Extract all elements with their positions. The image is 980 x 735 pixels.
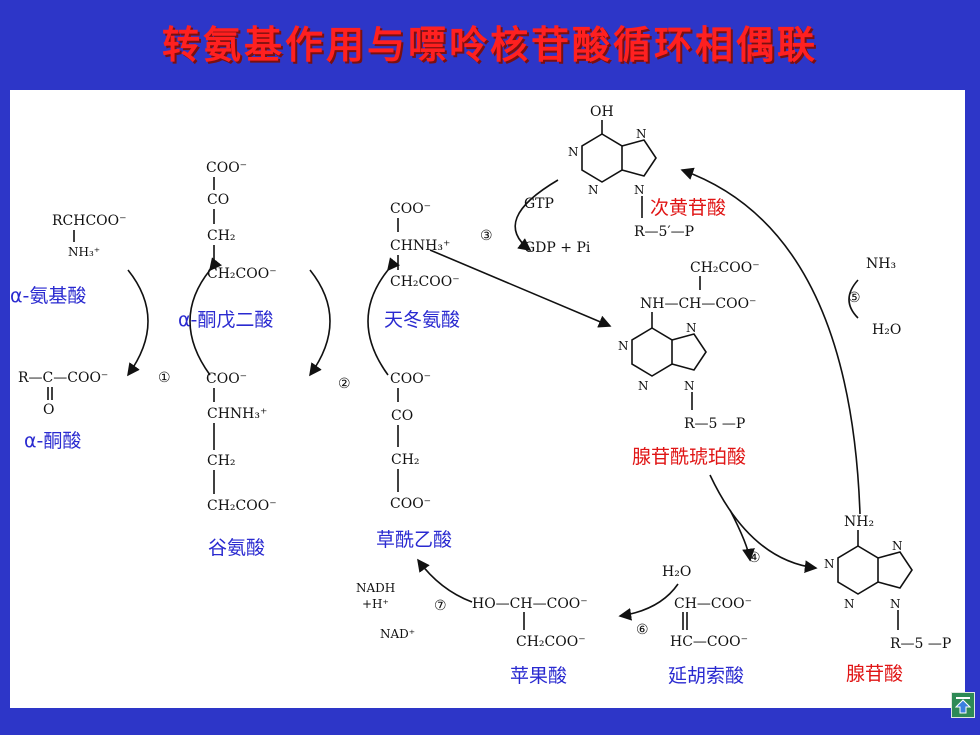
label-alpha-ketoglutarate: α-酮戊二酸 [178,309,273,331]
label-keto-acid: α-酮酸 [24,430,81,452]
asp-coo: COO⁻ [390,201,431,217]
glu-ch2coo: CH₂COO⁻ [207,498,277,514]
step3-marker: ③ [480,228,493,244]
label-aspartate: 天冬氨酸 [384,309,460,331]
arrow-fumarate-branch [729,509,755,562]
mal-ho-ch-coo: HO—CH—COO⁻ [472,596,588,612]
oaa-coo-bottom: COO⁻ [390,496,431,512]
amp-pyrimidine-ring [837,545,879,595]
imp-n3: N [588,183,599,197]
succ-r5p: R—5 —P [684,416,745,432]
label-amino-acid: α-氨基酸 [10,285,86,307]
amino-acid-nh3: NH₃⁺ [68,245,100,259]
arrow-step2-right [367,257,400,376]
amp-imidazole-ring [877,551,913,589]
return-nav-button[interactable] [951,692,975,718]
arrow-amp-to-imp [680,167,861,515]
gdp-label: GDP + Pi [524,240,591,256]
step7-marker: ⑦ [434,598,447,614]
step4-marker: ④ [748,550,761,566]
h2o-label: H₂O [872,322,901,338]
oaa-co: CO [391,408,413,424]
succ-n3: N [638,379,649,393]
succ-n9: N [684,379,695,393]
akg-coo: COO⁻ [206,160,247,176]
imp-pyrimidine-ring [581,133,623,183]
arrow-fumarate-to-malate [618,583,679,621]
nadh-label: NADH [356,581,395,595]
diagram-panel: RCHCOO⁻ NH₃⁺ α-氨基酸 R—C—COO⁻ O α-酮酸 ① COO… [10,90,965,708]
arrow-asp-to-adenylosuccinate [429,249,612,328]
succ-n1: N [618,339,629,353]
arrow-gtp-gdp [514,179,559,251]
label-amp: 腺苷酸 [846,663,903,685]
label-fumarate: 延胡索酸 [668,665,744,687]
slide-title: 转氨基作用与嘌呤核苷酸循环相偶联 [161,22,818,67]
imp-imidazole-ring [621,139,657,177]
fum-ch-coo: CH—COO⁻ [674,596,752,612]
amp-n1: N [824,557,835,571]
gtp-label: GTP [524,196,554,212]
amp-n9: N [890,597,901,611]
akg-co: CO [207,192,229,208]
akg-ch2: CH₂ [207,228,236,244]
fum-hc-coo: HC—COO⁻ [670,634,748,650]
label-adenylosuccinate: 腺苷酰琥珀酸 [632,446,746,468]
succ-imidazole-ring [671,333,707,371]
arrow-step1-right [189,257,222,376]
oaa-ch2: CH₂ [391,452,420,468]
arrow-malate-to-oaa [417,558,473,603]
step5-marker: ⑤ [848,290,861,306]
asp-chnh3: CHNH₃⁺ [390,238,450,254]
glu-chnh3: CHNH₃⁺ [207,406,267,422]
oaa-coo: COO⁻ [390,371,431,387]
arrow-step2-left [309,269,331,377]
nh3-label: NH₃ [866,256,896,272]
succ-pyrimidine-ring [631,327,673,377]
label-malate: 苹果酸 [510,665,567,687]
up-arrow-icon [955,697,971,714]
h2o-label-b: H₂O [662,564,691,580]
amino-acid-formula: RCHCOO⁻ [52,213,127,229]
succ-nh-ch-coo: NH—CH—COO⁻ [640,296,756,312]
amp-nh2: NH₂ [844,514,874,530]
imp-n1: N [568,145,579,159]
keto-acid-o: O [43,402,54,418]
label-oxaloacetate: 草酰乙酸 [376,529,452,551]
imp-n9: N [634,183,645,197]
succ-n7: N [686,321,697,335]
asp-ch2coo: CH₂COO⁻ [390,274,460,290]
h-plus-label: +H⁺ [362,597,389,611]
amp-n3: N [844,597,855,611]
imp-n7: N [636,127,647,141]
succ-ch2coo: CH₂COO⁻ [690,260,760,276]
keto-acid-formula: R—C—COO⁻ [18,370,108,386]
arrow-to-amp [709,474,818,573]
step1-marker: ① [158,370,171,386]
label-imp: 次黄苷酸 [650,197,726,219]
akg-ch2coo: CH₂COO⁻ [207,266,277,282]
amp-r5p: R—5 —P [890,636,951,652]
label-glutamate: 谷氨酸 [208,537,265,559]
amp-n7: N [892,539,903,553]
nad-label: NAD⁺ [380,627,415,641]
reaction-diagram: RCHCOO⁻ NH₃⁺ α-氨基酸 R—C—COO⁻ O α-酮酸 ① COO… [10,104,951,687]
imp-r5p: R—5′—P [634,224,694,240]
step6-marker: ⑥ [636,622,649,638]
arrow-step1-left [127,269,149,377]
glu-coo: COO⁻ [206,371,247,387]
step2-marker: ② [338,376,351,392]
mal-ch2coo: CH₂COO⁻ [516,634,586,650]
glu-ch2: CH₂ [207,453,236,469]
arrow-nh3-release [848,279,859,319]
imp-oh: OH [590,104,614,120]
